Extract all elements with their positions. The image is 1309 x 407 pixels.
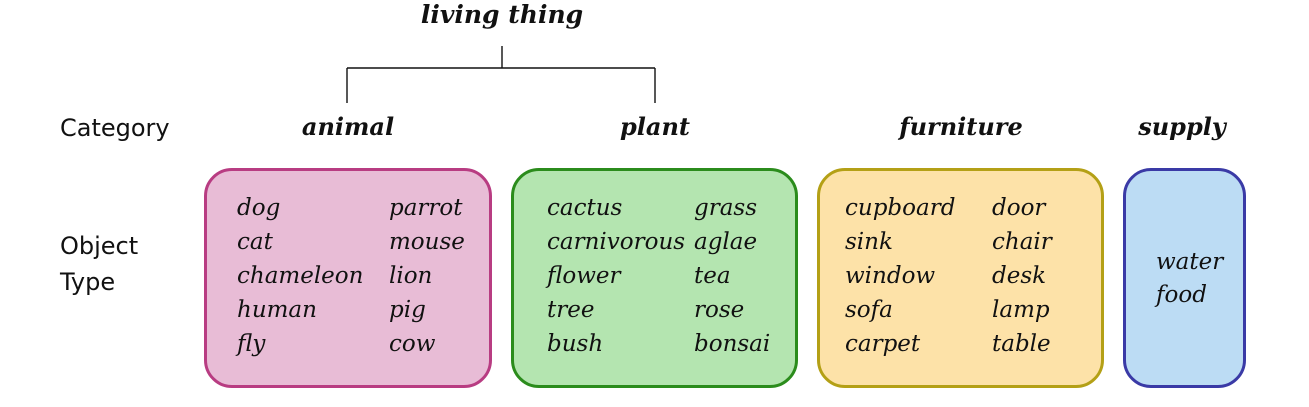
object-item: desk [992,263,1047,289]
object-item: table [992,331,1051,357]
object-item: water [1156,249,1224,275]
object-item: lion [389,263,433,289]
object-item: carpet [845,331,921,357]
object-item: human [237,297,317,323]
object-item: tree [547,297,595,323]
object-item: cow [389,331,436,357]
furniture-object-box: cupboard sink window sofa carpet door ch… [817,168,1104,388]
animal-column-2: parrot mouse lion pig cow [389,191,465,361]
plant-object-box: cactus carnivorous flower tree bush gras… [511,168,798,388]
object-item: mouse [389,229,465,255]
object-item: food [1156,282,1207,308]
object-item: rose [694,297,745,323]
furniture-column-1: cupboard sink window sofa carpet [845,191,955,361]
category-animal: animal [301,112,395,141]
object-item: grass [694,195,758,221]
object-type-label-line1: Object [60,232,139,260]
object-item: chameleon [237,263,364,289]
object-item: dog [237,195,281,221]
object-item: flower [547,263,621,289]
object-item: pig [389,297,426,323]
animal-column-1: dog cat chameleon human fly [237,191,363,361]
object-item: lamp [992,297,1050,323]
object-item: chair [992,229,1052,255]
category-plant: plant [620,112,690,141]
object-item: fly [237,331,266,357]
category-furniture: furniture [899,112,1023,141]
object-item: cat [237,229,273,255]
object-item: bush [547,331,604,357]
root-node-living-thing: living thing [420,0,584,29]
supply-column-1: water food [1156,246,1223,312]
object-item: parrot [389,195,463,221]
object-item: window [845,263,936,289]
supply-object-box: water food [1123,168,1246,388]
object-item: carnivorous [547,229,686,255]
object-item: aglae [694,229,758,255]
object-type-label-line2: Type [60,268,116,296]
plant-column-2: grass aglae tea rose bonsai [694,191,770,361]
object-type-row-label: Object Type [60,228,138,300]
category-row-label: Category [60,114,170,142]
category-supply: supply [1138,112,1226,141]
object-item: door [992,195,1046,221]
plant-column-1: cactus carnivorous flower tree bush [547,191,685,361]
object-item: sofa [845,297,893,323]
object-item: cupboard [845,195,956,221]
object-item: tea [694,263,731,289]
animal-object-box: dog cat chameleon human fly parrot mouse… [204,168,492,388]
object-item: sink [845,229,893,255]
object-item: cactus [547,195,623,221]
object-item: bonsai [694,331,771,357]
furniture-column-2: door chair desk lamp table [992,191,1052,361]
